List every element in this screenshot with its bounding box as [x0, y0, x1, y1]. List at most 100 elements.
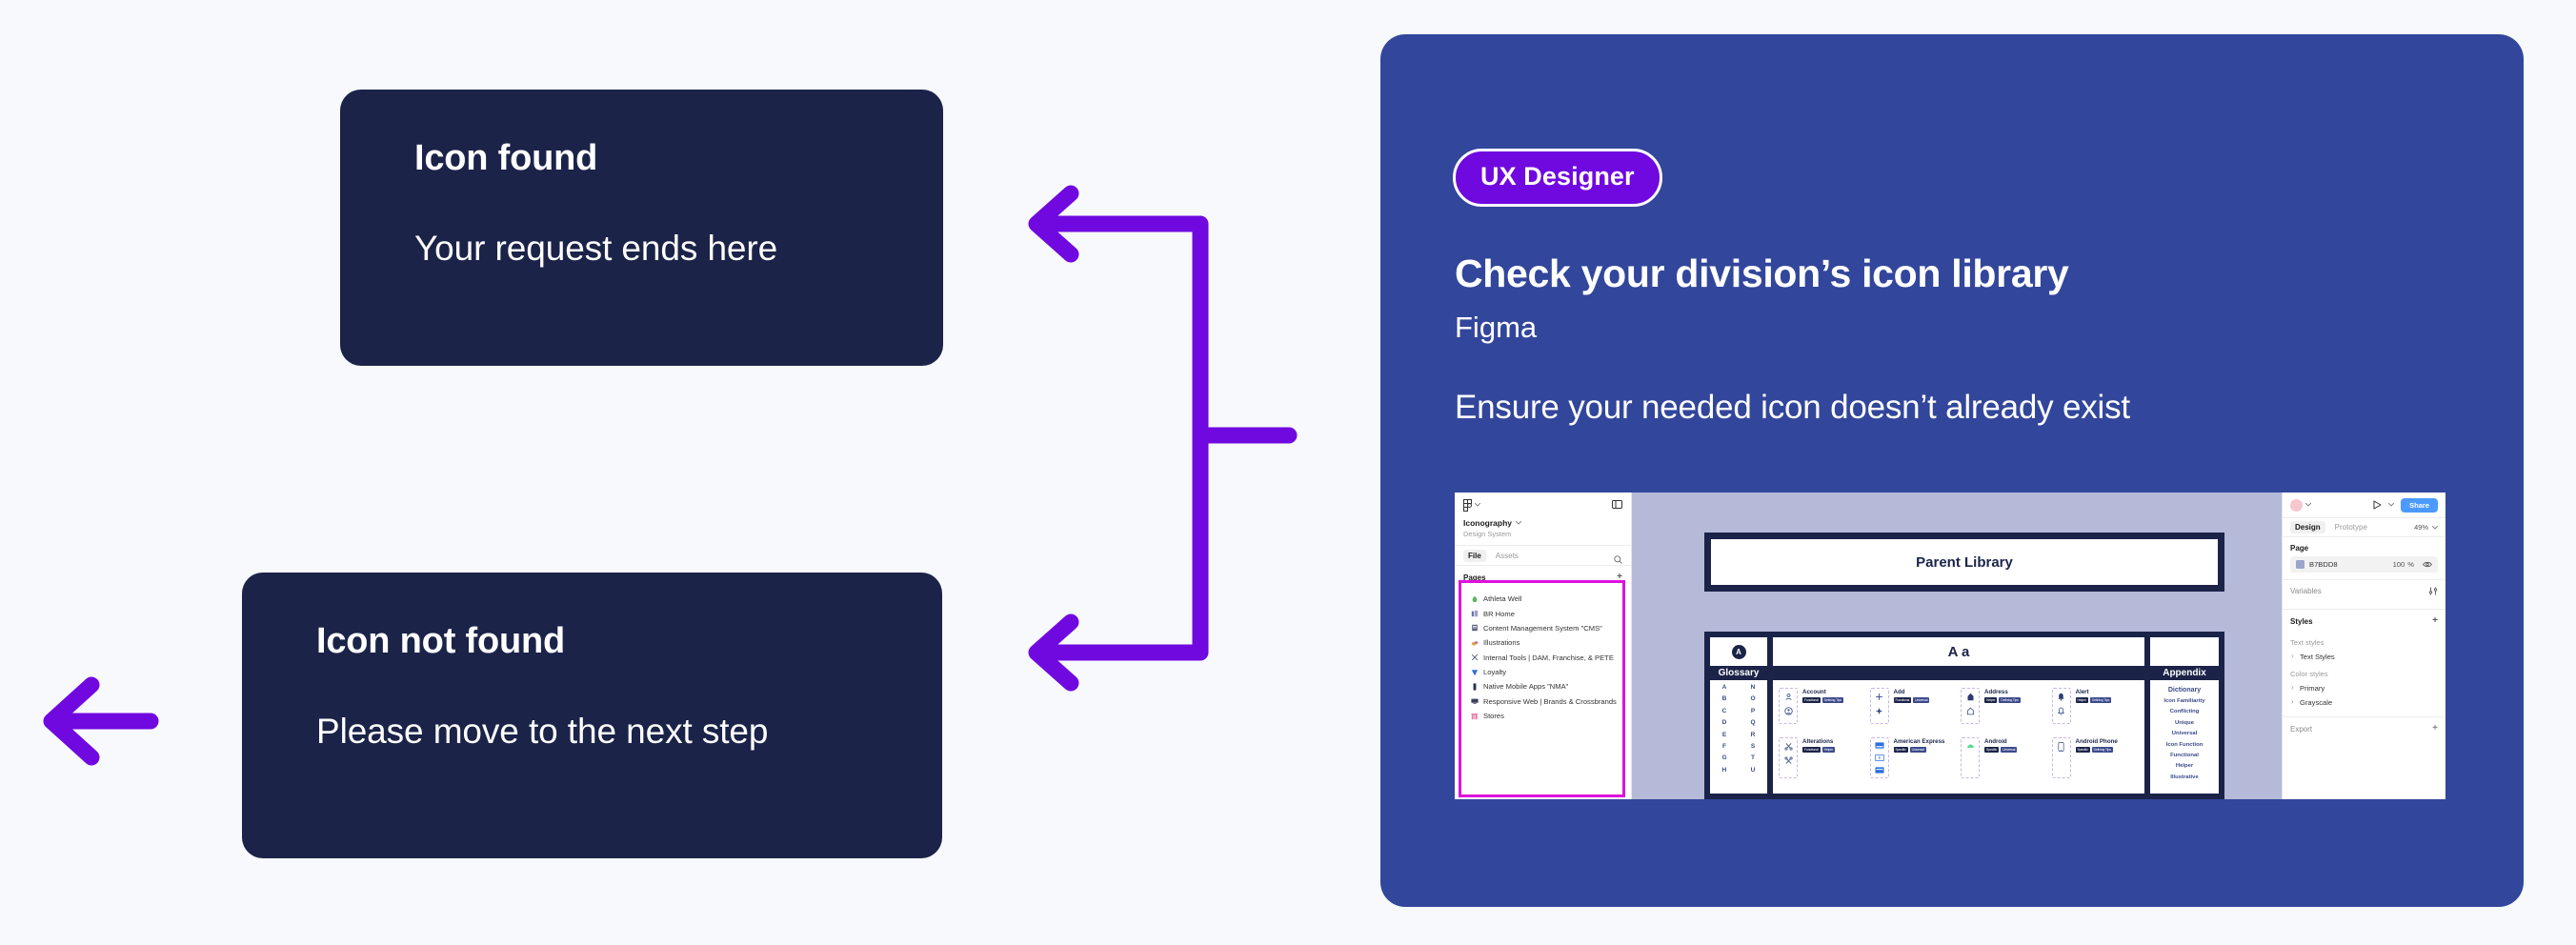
share-button[interactable]: Share — [2401, 497, 2438, 513]
tab-assets[interactable]: Assets — [1495, 551, 1519, 560]
library-list-item[interactable]: Loyalty — [1461, 665, 1622, 679]
chevron-down-icon[interactable] — [2388, 503, 2395, 507]
icon-variant-slot[interactable] — [2051, 688, 2071, 724]
outcome-card-icon-found[interactable]: Icon found Your request ends here — [340, 90, 943, 366]
eye-icon[interactable] — [2423, 561, 2432, 568]
icon-variant-slot[interactable]: E — [1869, 737, 1889, 778]
variables-sliders-icon[interactable] — [2428, 587, 2438, 595]
style-item-grayscale[interactable]: Grayscale — [2283, 695, 2445, 710]
tab-prototype[interactable]: Prototype — [2334, 523, 2367, 532]
figma-left-topbar — [1455, 493, 1631, 517]
appendix-item[interactable]: Helper — [2175, 763, 2194, 770]
icon-variant-slot[interactable] — [1961, 688, 1980, 724]
icon-variant-slot[interactable] — [1779, 688, 1798, 724]
glossary-column[interactable]: A N B O C P D Q E R F S G T H U — [1710, 680, 1767, 794]
color-swatch[interactable] — [2296, 560, 2304, 569]
glossary-letter[interactable]: R — [1750, 731, 1756, 738]
glossary-letter[interactable]: T — [1751, 754, 1755, 762]
appendix-item[interactable]: Dictionary — [2167, 686, 2202, 694]
pages-label: Pages — [1463, 573, 1486, 582]
add-export-button[interactable]: + — [2432, 723, 2438, 734]
glossary-letter[interactable]: F — [1722, 742, 1726, 750]
appendix-item[interactable]: Functional — [2170, 752, 2199, 758]
library-list-item[interactable]: Native Mobile Apps "NMA" — [1461, 679, 1622, 694]
library-list-item[interactable]: Athleta Well — [1461, 592, 1622, 606]
glossary-letter[interactable]: D — [1721, 719, 1727, 727]
icon-variant-slot[interactable] — [2051, 737, 2071, 778]
glossary-letter[interactable]: C — [1721, 707, 1727, 714]
glossary-letter[interactable]: N — [1750, 684, 1756, 691]
style-item-primary[interactable]: Primary — [2283, 681, 2445, 695]
library-item-label: Responsive Web | Brands & Crossbrands — [1483, 696, 1617, 706]
zoom-control[interactable]: 49% — [2414, 523, 2438, 532]
appendix-item[interactable]: Universal — [2171, 731, 2198, 737]
library-list-item[interactable]: Internal Tools | DAM, Franchise, & PETE — [1461, 651, 1622, 665]
present-play-icon[interactable] — [2373, 500, 2382, 510]
role-badge: UX Designer — [1453, 149, 1662, 207]
search-icon[interactable] — [1614, 552, 1622, 569]
export-row[interactable]: Export + — [2283, 716, 2445, 740]
frame-header-row: A A a — [1710, 637, 2219, 666]
library-list-item[interactable]: Content Management System "CMS" — [1461, 621, 1622, 635]
avatar[interactable] — [2290, 498, 2303, 512]
tab-file[interactable]: File — [1463, 549, 1486, 562]
icon-variant-slot[interactable] — [1869, 688, 1889, 724]
variables-row[interactable]: Variables — [2283, 579, 2445, 602]
figma-left-panel: Iconography Design System File Assets — [1455, 493, 1632, 799]
opacity-control[interactable]: 100 % — [2393, 560, 2414, 569]
glossary-letter[interactable]: O — [1750, 695, 1756, 703]
glossary-letter[interactable]: B — [1721, 695, 1727, 703]
appendix-item[interactable]: Illustrative — [2170, 774, 2199, 780]
icon-name: Add — [1893, 689, 1905, 695]
glossary-letter[interactable]: P — [1750, 707, 1756, 714]
outcome-card-icon-not-found[interactable]: Icon not found Please move to the next s… — [242, 573, 942, 858]
glossary-letter[interactable]: U — [1750, 766, 1756, 774]
glossary-letter[interactable]: A — [1721, 684, 1727, 691]
icon-name: American Express — [1893, 738, 1945, 745]
figma-right-tabs: Design Prototype 49% — [2283, 517, 2445, 537]
page-color-row[interactable]: B7BDD8 100 % — [2290, 556, 2438, 573]
appendix-item[interactable]: Unique — [2175, 719, 2194, 726]
library-list-item[interactable]: BR Home — [1461, 606, 1622, 620]
library-list-item[interactable]: Responsive Web | Brands & Crossbrands — [1461, 694, 1622, 709]
add-page-button[interactable]: + — [1617, 572, 1622, 582]
glossary-letter[interactable]: Q — [1750, 719, 1756, 727]
glossary-letter[interactable]: H — [1721, 766, 1727, 774]
appendix-item[interactable]: Conflicting — [2169, 709, 2200, 715]
exit-arrow-left — [43, 676, 159, 766]
style-item-text-styles[interactable]: Text Styles — [2283, 650, 2445, 664]
figma-logo-icon[interactable] — [1463, 498, 1480, 512]
frame-parent-library[interactable]: Parent Library — [1704, 533, 2224, 592]
library-list-item[interactable]: Illustrations — [1461, 635, 1622, 650]
add-style-button[interactable]: + — [2432, 615, 2438, 626]
figma-file-name-row[interactable]: Iconography — [1455, 517, 1631, 528]
tab-design[interactable]: Design — [2290, 521, 2325, 533]
icon-variant-slot[interactable] — [1961, 737, 1980, 778]
styles-row[interactable]: Styles + — [2283, 609, 2445, 633]
appendix-item[interactable]: Icon Familiarity — [2163, 698, 2205, 705]
glossary-letter[interactable]: G — [1721, 754, 1727, 762]
appendix-item[interactable]: Icon Function — [2165, 741, 2204, 748]
glossary-letter[interactable]: S — [1750, 742, 1756, 750]
library-list-item[interactable]: Stores — [1461, 709, 1622, 723]
panel-toggle-icon[interactable] — [1612, 496, 1622, 513]
glossary-letter[interactable]: E — [1721, 731, 1727, 738]
figma-canvas[interactable]: Parent Library A A a Glossary Appendix — [1632, 493, 2282, 799]
chevron-down-icon[interactable] — [2305, 503, 2311, 507]
icon-variant-slot[interactable] — [1779, 737, 1798, 778]
